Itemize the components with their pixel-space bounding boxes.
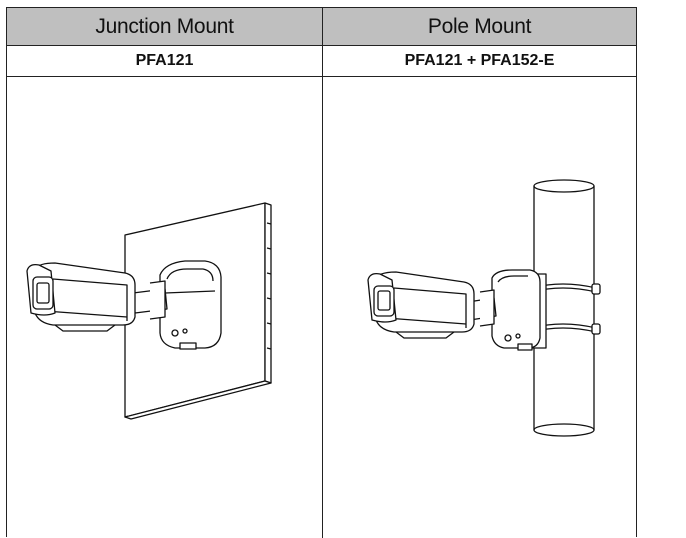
pole-mount-illustration <box>367 179 601 437</box>
column-divider <box>322 8 323 538</box>
model-junction: PFA121 <box>135 52 194 69</box>
table-header-row: Junction Mount Pole Mount <box>7 8 636 46</box>
header-pole-mount: Pole Mount <box>427 15 532 38</box>
model-pole: PFA121 + PFA152-E <box>404 52 555 69</box>
model-row: PFA121 PFA121 + PFA152-E <box>7 46 636 77</box>
mount-table: Junction Mount Pole Mount PFA121 PFA121 … <box>6 7 637 538</box>
junction-mount-illustration <box>26 202 272 420</box>
header-junction-mount: Junction Mount <box>95 15 234 38</box>
